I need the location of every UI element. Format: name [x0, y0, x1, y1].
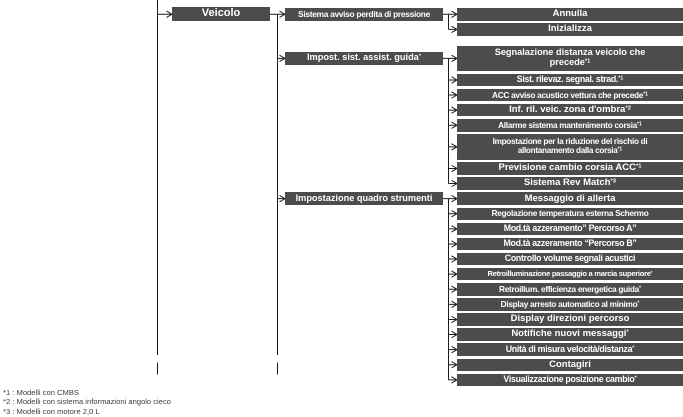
footnote-line: *1 : Modelli con CMBS	[3, 388, 79, 397]
menu-item-label: Contagiri	[549, 358, 591, 370]
menu-item-label: Annulla	[552, 8, 588, 20]
footnote-marker: *1	[637, 121, 642, 128]
menu-item-label: Unità di misura velocità/distanza	[505, 343, 633, 354]
footnote-line: *2 : Modelli con sistema informazioni an…	[3, 397, 171, 407]
menu-item-label: Segnalazione distanza veicolo che preced…	[494, 47, 646, 68]
footnote-marker: *	[650, 269, 653, 275]
menu-node-unit-di-misura-velocit-distanza: Unità di misura velocità/distanza*	[457, 343, 683, 356]
menu-item-label: ACC avviso acustico vettura che precede	[492, 89, 644, 100]
menu-item-label: Mod.tà azzeramento “Percorso B”	[503, 238, 637, 249]
menu-item-label: Allarme sistema mantenimento corsia	[498, 119, 638, 130]
menu-node-retroilluminazione-passaggio-a-marcia-supe: Retroilluminazione passaggio a marcia su…	[457, 267, 683, 281]
menu-item-label: Display arresto automatico al minimo	[500, 298, 638, 309]
menu-item-label: Messaggio di allerta	[524, 192, 616, 204]
submenu-node-sistema-avviso-perdita-di-pressione: Sistema avviso perdita di pressione	[285, 7, 443, 21]
menu-node-previsione-cambio-corsia-acc: Previsione cambio corsia ACC*1	[457, 162, 683, 175]
menu-node-display-arresto-automatico-al-minimo: Display arresto automatico al minimo*	[457, 298, 683, 311]
footnote-marker: *1	[635, 163, 642, 170]
menu-item-label: Inf. ril. veic. zona d'ombra	[509, 104, 626, 116]
footnote-marker: *3	[610, 178, 617, 185]
footnote-marker: *1	[643, 91, 648, 98]
menu-node-segnalazione-distanza-veicolo-che-precede: Segnalazione distanza veicolo che preced…	[457, 45, 683, 72]
menu-node-sist-rilevaz-segnal-strad: Sist. rilevaz. segnal. strad.*1	[457, 73, 683, 87]
menu-node-mod-t-azzeramento-percorso-a: Mod.tà azzeramento” Percorso A”	[457, 222, 683, 236]
menu-node-retroillum-efficienza-energetica-guida: Retroillum. efficienza energetica guida*	[457, 283, 683, 296]
footnotes: *1 : Modelli con CMBS*2 : Modelli con si…	[3, 388, 171, 416]
menu-item-label: Veicolo	[201, 7, 241, 20]
menu-node-sistema-rev-match: Sistema Rev Match*3	[457, 177, 683, 190]
menu-node-regolazione-temperatura-esterna-schermo: Regolazione temperatura esterna Schermo	[457, 207, 683, 220]
menu-node-annulla: Annulla	[457, 8, 683, 21]
footnote-marker: *	[637, 300, 640, 307]
menu-item-label: Inizializza	[548, 23, 592, 35]
menu-node-notifiche-nuovi-messaggi: Notifiche nuovi messaggi*	[457, 328, 683, 341]
menu-node-contagiri: Contagiri	[457, 358, 683, 371]
menu-item-label: Sist. rilevaz. segnal. strad.	[516, 74, 619, 85]
menu-item-label: Mod.tà azzeramento” Percorso A”	[503, 223, 637, 234]
footnote-line: *3 : Modelli con motore 2,0 L	[3, 406, 100, 416]
footnote-marker: *1	[617, 146, 623, 153]
menu-node-acc-avviso-acustico-vettura-che-precede: ACC avviso acustico vettura che precede*…	[457, 88, 683, 102]
submenu-node-impostazione-quadro-strumenti: Impostazione quadro strumenti	[285, 191, 443, 206]
menu-item-label: Impostazione quadro strumenti	[295, 192, 433, 203]
menu-node-inf-ril-veic-zona-d-ombra: Inf. ril. veic. zona d'ombra*2	[457, 103, 683, 117]
menu-node-impostazione-per-la-riduzione-del-rischio-: Impostazione per la riduzione del rischi…	[457, 134, 683, 160]
footnote-marker: *	[634, 375, 637, 382]
menu-node-inizializza: Inizializza	[457, 23, 683, 36]
menu-item-label: Impost. sist. assist. guida	[306, 52, 419, 63]
menu-item-label: Visualizzazione posizione cambio	[503, 374, 635, 385]
menu-node-controllo-volume-segnali-acustici: Controllo volume segnali acustici	[457, 252, 683, 266]
menu-item-label: Sistema Rev Match	[523, 177, 611, 189]
footnote-marker: *	[626, 329, 629, 336]
menu-item-label: Previsione cambio corsia ACC	[498, 162, 636, 174]
node-veicolo: Veicolo	[172, 7, 270, 22]
footnote-marker: *1	[584, 58, 591, 65]
menu-item-label: Retroilluminazione passaggio a marcia su…	[487, 269, 651, 279]
menu-node-visualizzazione-posizione-cambio: Visualizzazione posizione cambio*	[457, 373, 683, 387]
menu-node-mod-t-azzeramento-percorso-b: Mod.tà azzeramento “Percorso B”	[457, 237, 683, 251]
menu-node-display-direzioni-percorso: Display direzioni percorso	[457, 313, 683, 326]
menu-item-label: Regolazione temperatura esterna Schermo	[491, 208, 649, 219]
menu-item-label: Display direzioni percorso	[510, 313, 630, 325]
menu-node-messaggio-di-allerta: Messaggio di allerta	[457, 192, 683, 205]
menu-item-label: Sistema avviso perdita di pressione	[298, 8, 430, 19]
footnote-marker: *	[639, 285, 641, 292]
menu-node-allarme-sistema-mantenimento-corsia: Allarme sistema mantenimento corsia*1	[457, 119, 683, 132]
submenu-node-impost-sist-assist-guida: Impost. sist. assist. guida*	[285, 51, 443, 66]
menu-item-label: Notifiche nuovi messaggi	[511, 328, 627, 340]
menu-item-label: Impostazione per la riduzione del rischi…	[492, 136, 648, 155]
footnote-marker: *2	[625, 105, 631, 112]
footnote-marker: *	[418, 53, 422, 60]
footnote-marker: *	[632, 345, 635, 352]
footnote-marker: *1	[618, 75, 624, 82]
menu-item-label: Controllo volume segnali acustici	[504, 253, 636, 264]
menu-item-label: Retroillum. efficienza energetica guida	[499, 283, 639, 294]
